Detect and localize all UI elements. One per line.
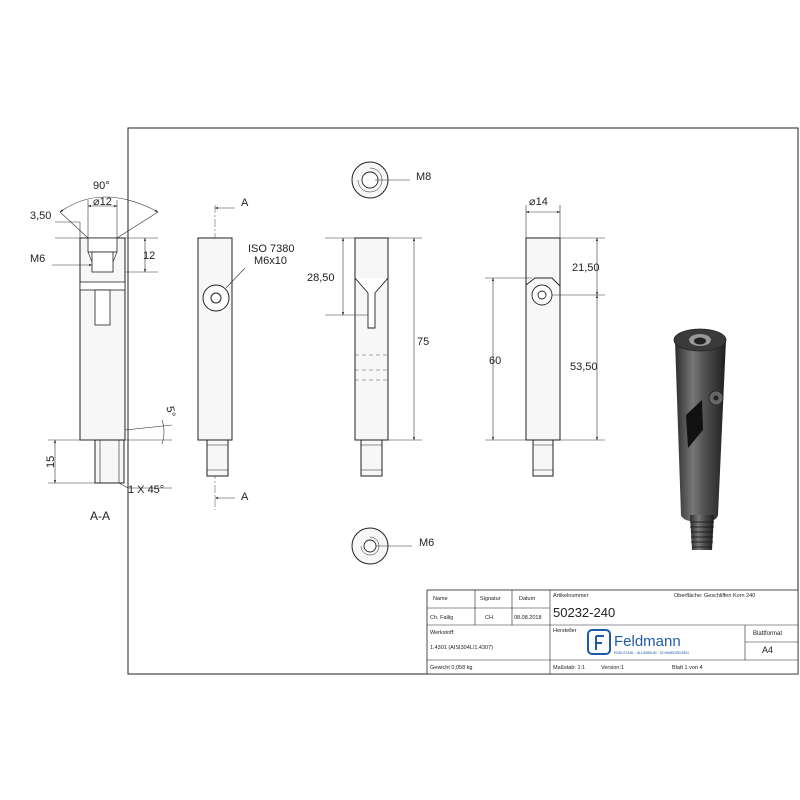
tb-col-signatur: Signatur	[480, 596, 501, 602]
front-pin	[206, 439, 229, 477]
section-angle-label: 90°	[93, 180, 110, 192]
side-body	[354, 237, 389, 441]
side-view	[325, 161, 422, 565]
side-slot	[354, 277, 389, 329]
tb-version: Version:1	[601, 665, 624, 671]
front-screw-standard: ISO 7380	[248, 243, 294, 255]
bottom-thread-label: M6	[419, 537, 434, 549]
tb-gewicht: Gewicht 0,058 kg	[430, 665, 473, 671]
tb-werkstoff-value: 1.4301 (AISI304L/1.4307)	[430, 645, 493, 651]
right-height-5350: 53,50	[570, 361, 598, 373]
section-caption: A-A	[90, 509, 110, 523]
section-view	[48, 196, 173, 489]
front-cut-marker-top: A	[241, 197, 249, 209]
side-pin	[360, 439, 383, 477]
tb-signatur-value: CH	[485, 615, 493, 621]
right-diameter: ⌀14	[529, 196, 548, 208]
right-view	[485, 205, 605, 477]
feldmann-logo-mark	[587, 629, 611, 655]
right-pin	[532, 439, 554, 477]
right-top-offset: 21,50	[572, 262, 600, 274]
right-height-60: 60	[489, 355, 501, 367]
tb-blatt: Blatt 1 von 4	[672, 665, 703, 671]
section-head-diameter: ⌀12	[93, 196, 112, 208]
tb-blattformat-label: Blattformat	[753, 631, 782, 637]
top-thread-label: M8	[416, 171, 431, 183]
section-pin	[94, 439, 125, 484]
tb-article-number: 50232-240	[553, 605, 615, 620]
title-block	[426, 589, 799, 675]
tb-hersteller-label: Hersteller	[553, 628, 577, 634]
section-pin-length: 15	[45, 456, 57, 468]
section-chamfer: 1 X 45°	[128, 484, 164, 496]
tb-blattformat-value: A4	[762, 645, 773, 655]
section-angle-5: 5°	[163, 405, 177, 417]
side-slot-depth: 28,50	[307, 272, 335, 284]
right-screw-head	[531, 284, 553, 306]
section-height-12: 12	[143, 250, 155, 262]
section-counterbore-dim: 3,50	[30, 210, 51, 222]
section-counterbore	[87, 237, 118, 253]
section-thread-label: M6	[30, 253, 45, 265]
tb-werkstoff-label: Werkstoff:	[430, 630, 455, 636]
tb-massstab: Maßstab: 1:1	[553, 665, 585, 671]
tb-col-datum: Datum	[519, 596, 536, 602]
part-3d-render	[673, 328, 727, 550]
front-screw-size: M6x10	[254, 255, 287, 267]
tb-oberflache-value: Geschliffen Korn 240	[704, 593, 755, 599]
front-cut-marker-bottom: A	[241, 491, 249, 503]
front-body	[197, 237, 233, 441]
tb-oberflache-label: Oberfläche:	[674, 593, 703, 599]
section-cross-hole	[79, 281, 126, 291]
tb-datum-value: 08.08.2018	[514, 615, 542, 621]
bottom-view-thread	[363, 539, 377, 553]
tb-col-name: Name	[433, 596, 448, 602]
right-body	[525, 237, 561, 441]
tb-name-value: Ch. Fallig	[430, 615, 453, 621]
front-view	[197, 205, 246, 510]
tb-logo-subtext: EDELSTAHL · ALUMINIUM · SCHMIEDEEISEN	[614, 651, 689, 655]
front-screw-socket	[210, 292, 222, 304]
section-thread-bore	[91, 251, 114, 273]
tb-artikelnummer-label: Artikelnummer	[553, 593, 589, 599]
section-slot	[94, 289, 111, 326]
front-screw-head	[202, 284, 230, 312]
tb-logo-text: Feldmann	[614, 633, 681, 650]
side-length: 75	[417, 336, 429, 348]
